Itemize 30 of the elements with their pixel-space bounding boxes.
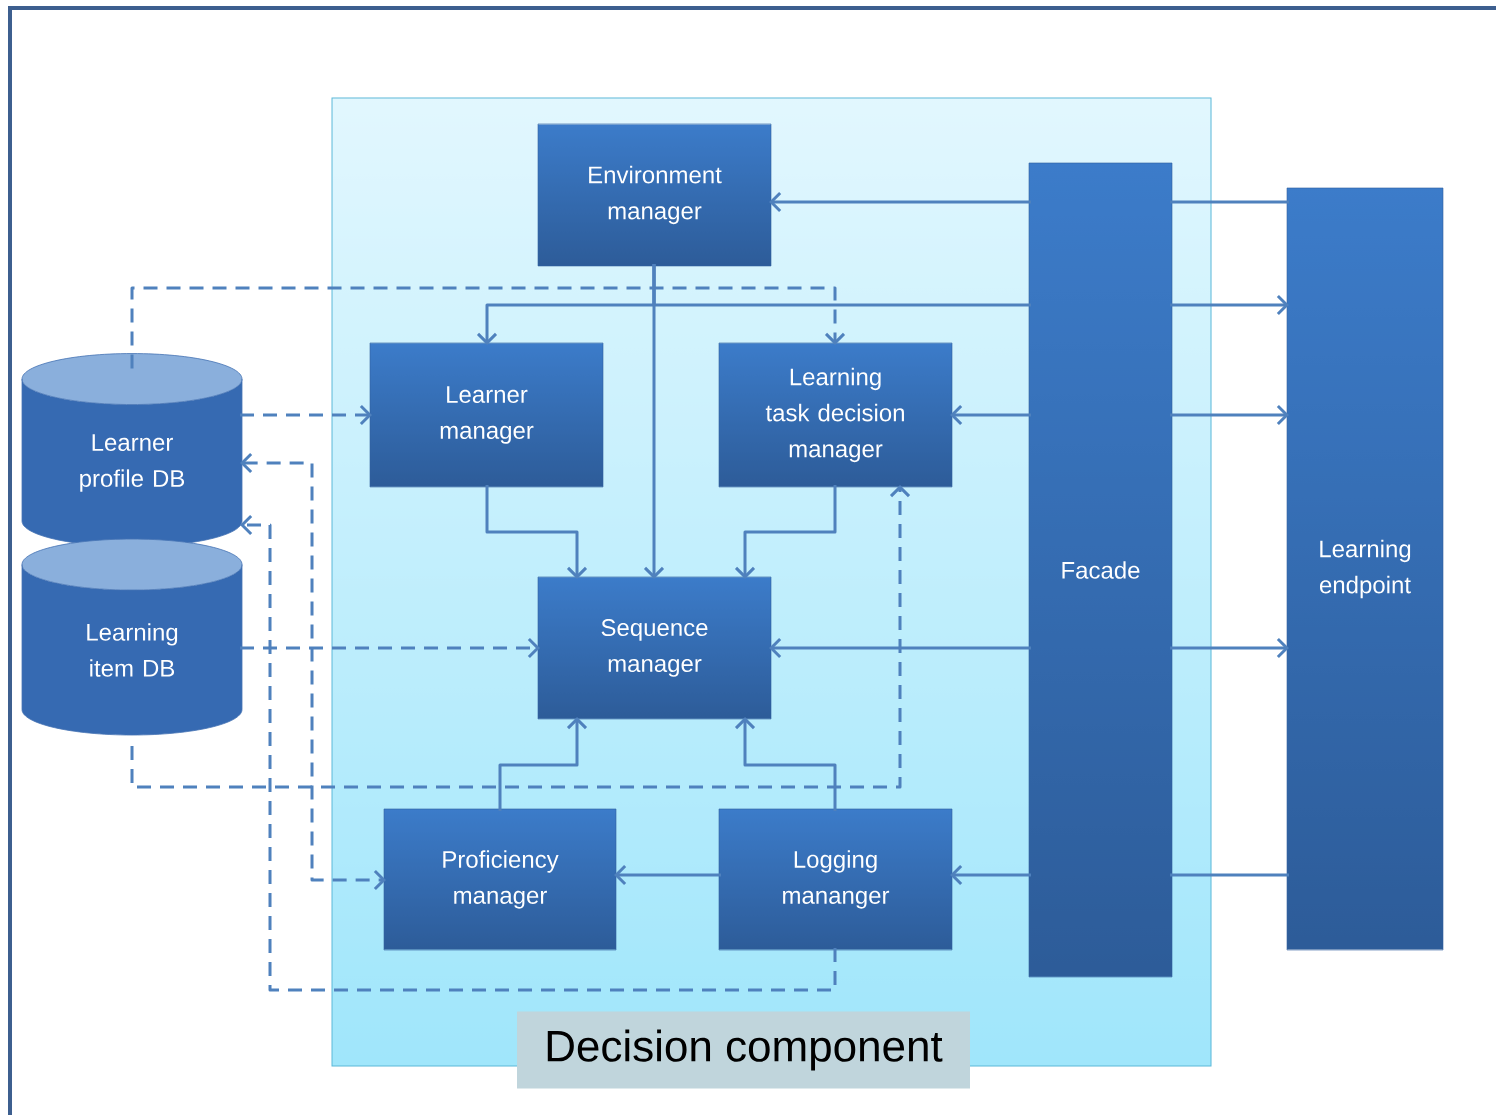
title-label: Decision component [517,1011,970,1089]
dashed-arrow [240,404,372,426]
manager-box: Learning task decision manager [718,342,953,488]
manager-box: Logging mananger [718,808,953,951]
dashed-arrow [240,452,386,891]
manager-box: Environment manager [537,123,772,267]
arrow [734,485,837,579]
arrow [950,864,1031,886]
arrow [1170,404,1289,426]
arrow [643,264,665,579]
arrow [734,717,837,811]
column-box: Learning endpoint [1286,187,1444,951]
arrow [1170,637,1289,659]
column-box: Facade [1028,162,1173,978]
arrow [769,191,1031,213]
dashed-arrow [240,514,837,992]
database-cylinder: Learning item DB [21,538,243,736]
manager-box: Sequence manager [537,576,772,720]
arrow [1170,294,1289,316]
dashed-arrow [130,484,911,789]
manager-box: Learner manager [369,342,604,488]
arrow [498,717,588,811]
arrow [950,404,1031,426]
arrow [485,485,588,579]
manager-box: Proficiency manager [383,808,617,951]
arrow [614,864,721,886]
dashed-arrow [240,637,540,659]
dashed-arrow [130,286,846,369]
arrow [769,637,1031,659]
database-cylinder: Learner profile DB [21,353,243,547]
